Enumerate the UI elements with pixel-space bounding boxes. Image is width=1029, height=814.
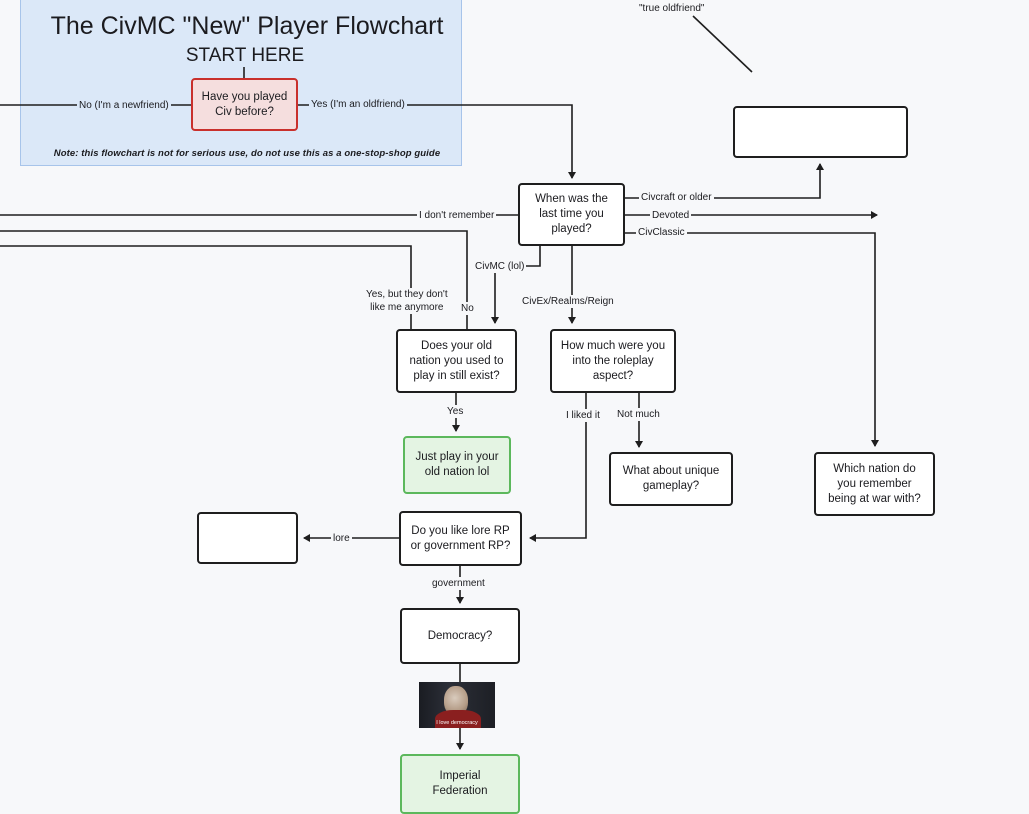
connector-yes-oldfriend (298, 104, 576, 179)
connector-yes-but-loop (0, 245, 412, 330)
node-empty-left[interactable] (197, 512, 298, 564)
label-devoted: Devoted (650, 209, 692, 222)
label-yes-but: Yes, but they don't like me anymore (364, 288, 450, 314)
connector-liked-it (529, 393, 587, 542)
node-empty-top[interactable] (733, 106, 908, 158)
node-played-civ[interactable]: Have you played Civ before? (191, 78, 298, 131)
node-unique-gameplay[interactable]: What about unique gameplay? (609, 452, 733, 506)
label-civmc: CivMC (lol) (473, 260, 527, 273)
flowchart-title: The CivMC "New" Player Flowchart (50, 12, 444, 40)
label-lore: lore (331, 532, 352, 545)
label-liked-it: I liked it (564, 409, 602, 422)
label-no-newfriend: No (I'm a newfriend) (77, 99, 171, 112)
meme-caption: I love democracy (436, 720, 478, 726)
label-civcraft: Civcraft or older (639, 191, 714, 204)
node-democracy[interactable]: Democracy? (400, 608, 520, 664)
node-imperial[interactable]: Imperial Federation (400, 754, 520, 814)
node-last-time[interactable]: When was the last time you played? (518, 183, 625, 246)
label-true-oldfriend: "true oldfriend" (637, 2, 707, 15)
connector-no-loop (0, 230, 468, 330)
label-government: government (430, 577, 487, 590)
democracy-meme-image: I love democracy (419, 682, 495, 728)
start-here-label: START HERE (185, 45, 305, 66)
node-roleplay[interactable]: How much were you into the roleplay aspe… (550, 329, 676, 393)
meme-robe (435, 710, 481, 728)
label-civclassic: CivClassic (636, 226, 687, 239)
node-war-with[interactable]: Which nation do you remember being at wa… (814, 452, 935, 516)
label-not-much: Not much (615, 408, 662, 421)
node-old-nation[interactable]: Does your old nation you used to play in… (396, 329, 517, 393)
label-no: No (459, 302, 476, 315)
node-lore-or-gov[interactable]: Do you like lore RP or government RP? (399, 511, 522, 566)
node-old-nation-lol[interactable]: Just play in your old nation lol (403, 436, 511, 494)
label-dont-remember: I don't remember (417, 209, 497, 222)
connector-true-oldfriend (692, 15, 753, 73)
connector-civclassic (624, 232, 879, 447)
connector-civmc (491, 246, 541, 324)
label-yes: Yes (445, 405, 466, 418)
label-yes-oldfriend: Yes (I'm an oldfriend) (309, 98, 407, 111)
label-civex: CivEx/Realms/Reign (520, 295, 616, 308)
disclaimer-note: Note: this flowchart is not for serious … (53, 148, 441, 159)
